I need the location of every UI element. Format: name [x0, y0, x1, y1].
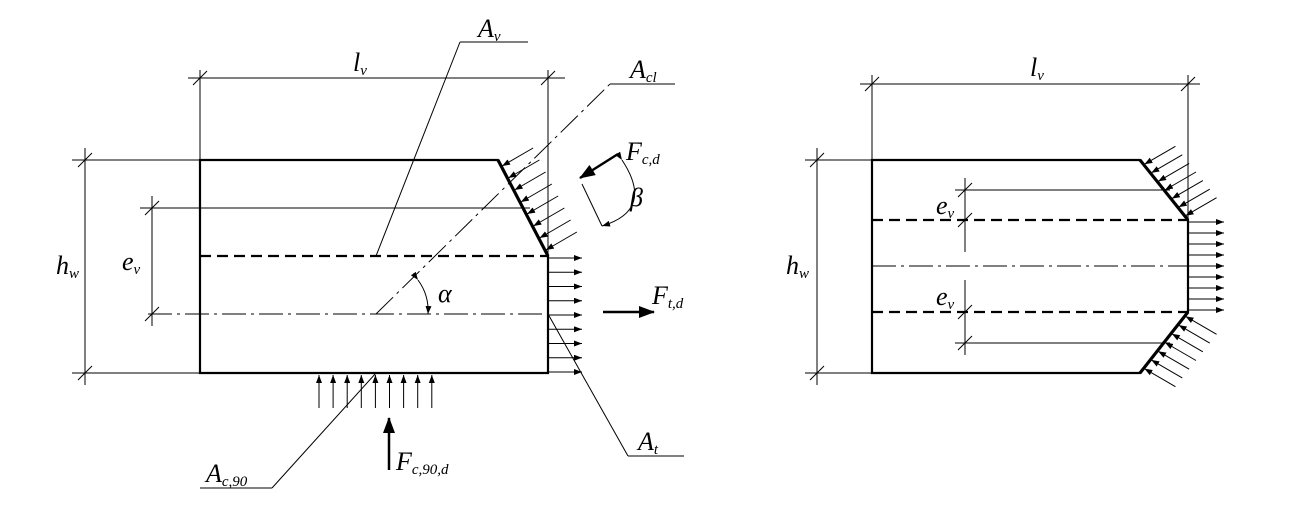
svg-text:hw: hw	[56, 251, 79, 282]
left-end-tension-arrows	[548, 255, 582, 375]
svg-text:Fc,90,d: Fc,90,d	[395, 447, 449, 478]
left-ac90-main: A	[204, 459, 222, 488]
left-hw-dimension: hw	[56, 148, 200, 385]
svg-text:ev: ev	[122, 247, 141, 278]
load-arrow	[1157, 350, 1190, 370]
left-at-main: A	[636, 427, 654, 456]
right-upper-face-load-arrows	[1144, 145, 1217, 217]
load-arrow	[520, 183, 553, 203]
load-arrow	[539, 219, 571, 239]
svg-text:ev: ev	[936, 282, 955, 313]
svg-text:Fc,d: Fc,d	[625, 137, 660, 168]
load-arrow	[1157, 162, 1190, 182]
left-inclined-face-load-arrows	[501, 147, 578, 251]
left-acl-sub: cl	[646, 70, 657, 86]
load-arrow	[1144, 145, 1176, 165]
left-figure: lv hw ev Av Acl	[56, 14, 684, 490]
load-arrow	[1144, 368, 1176, 388]
left-at-sub: t	[654, 442, 659, 458]
left-fc90d-force: Fc,90,d	[383, 417, 449, 478]
left-fc90d-main: F	[395, 447, 413, 476]
load-arrow	[1178, 324, 1210, 344]
left-av-sub: v	[494, 29, 501, 45]
load-arrow	[1151, 359, 1183, 379]
load-arrow	[533, 207, 565, 227]
left-beta-arc-inner	[581, 183, 603, 227]
left-fcd-sub: c,d	[642, 152, 660, 168]
load-arrow	[1151, 154, 1183, 174]
right-lv-sub: v	[1037, 68, 1044, 84]
left-ev-dimension: ev	[122, 196, 530, 326]
load-arrow	[514, 171, 546, 191]
svg-text:Ft,d: Ft,d	[651, 281, 684, 312]
left-av-main: A	[476, 14, 494, 43]
right-lower-face-load-arrows	[1144, 315, 1217, 388]
load-arrow	[1171, 333, 1204, 353]
left-lv-sub: v	[360, 63, 367, 79]
svg-text:lv: lv	[1030, 53, 1044, 84]
left-fc90d-sub: c,90,d	[412, 462, 449, 478]
svg-text:Ac,90: Ac,90	[204, 459, 248, 490]
load-arrow	[1185, 315, 1217, 335]
left-acl-main: A	[628, 55, 646, 84]
left-ac90-sub: c,90	[222, 474, 248, 490]
left-hw-main: h	[56, 251, 69, 280]
left-fcd-force: Fc,d	[579, 137, 660, 180]
right-upper-ev-main: e	[936, 191, 948, 220]
left-hw-sub: w	[69, 266, 79, 282]
svg-text:hw: hw	[786, 251, 809, 282]
left-lv-dimension: lv	[188, 48, 565, 256]
left-beta-arc	[601, 151, 636, 227]
load-arrow	[1185, 197, 1217, 217]
svg-text:Av: Av	[476, 14, 501, 45]
left-beta-label: β	[629, 183, 643, 212]
load-arrow	[1164, 171, 1197, 191]
left-av-label: Av	[375, 14, 528, 257]
right-hw-dimension: hw	[786, 148, 872, 385]
svg-text:At: At	[636, 427, 659, 458]
left-ev-sub: v	[134, 262, 141, 278]
load-arrow	[526, 195, 559, 215]
svg-text:ev: ev	[936, 191, 955, 222]
svg-text:Acl: Acl	[628, 55, 657, 86]
left-alpha-arc	[410, 271, 432, 315]
load-arrow	[1171, 180, 1204, 200]
load-arrow	[1178, 188, 1210, 208]
right-lv-dimension: lv	[860, 53, 1200, 220]
right-end-tension-arrows	[1188, 219, 1224, 313]
right-upper-ev-dimension: ev	[936, 178, 1170, 252]
right-lower-ev-main: e	[936, 282, 948, 311]
left-fcd-main: F	[625, 137, 643, 166]
right-upper-ev-sub: v	[948, 206, 955, 222]
load-arrow	[545, 231, 578, 251]
left-ev-main: e	[122, 247, 134, 276]
left-lv-main: l	[353, 48, 360, 77]
left-ac90-label: Ac,90	[200, 372, 377, 490]
load-arrow	[1164, 342, 1197, 361]
right-lv-main: l	[1030, 53, 1037, 82]
left-ftd-force: Ft,d	[603, 281, 684, 318]
left-ftd-sub: t,d	[668, 296, 684, 312]
right-figure: lv hw ev ev	[786, 53, 1224, 388]
left-ftd-main: F	[651, 281, 669, 310]
right-hw-sub: w	[799, 266, 809, 282]
svg-text:lv: lv	[353, 48, 367, 79]
left-at-label: At	[547, 313, 684, 458]
load-arrow	[508, 159, 540, 179]
left-beam-outline	[198, 158, 550, 375]
right-lower-ev-dimension: ev	[936, 280, 1170, 355]
right-lower-ev-sub: v	[948, 297, 955, 313]
right-hw-main: h	[786, 251, 799, 280]
left-alpha-label: α	[438, 279, 453, 308]
left-bottom-bearing-arrows	[316, 375, 435, 408]
load-arrow	[501, 147, 534, 167]
